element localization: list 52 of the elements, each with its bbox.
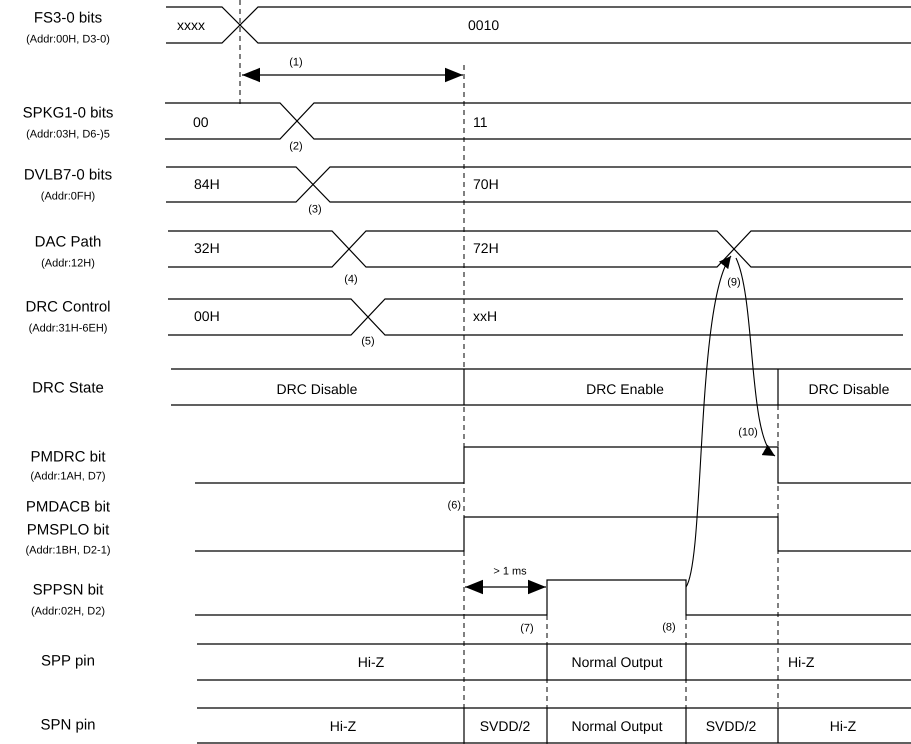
signal-value: Hi-Z — [358, 655, 384, 669]
callout-number: (9) — [727, 278, 741, 288]
signal-value: 32H — [194, 241, 220, 255]
callout-number: (7) — [520, 624, 534, 634]
register-address: (Addr:02H, D2) — [31, 606, 105, 618]
signal-value: DRC Disable — [808, 382, 890, 396]
signal-name: DRC State — [32, 380, 104, 396]
signal-name: SPKG1-0 bits — [22, 106, 114, 120]
signal-value: Hi-Z — [330, 719, 356, 733]
register-address: (Addr:03H, D6-)5 — [26, 130, 110, 140]
signal-value: 72H — [473, 241, 499, 255]
signal-value: Normal Output — [571, 655, 663, 669]
register-address: (Addr:31H-6EH) — [28, 324, 108, 334]
signal-value: Normal Output — [571, 719, 663, 733]
signal-value: Hi-Z — [830, 719, 856, 733]
signal-value: SVDD/2 — [706, 719, 756, 733]
signal-name: DRC Control — [25, 300, 111, 314]
callout-number: (8) — [662, 622, 676, 634]
signal-name: DVLB7-0 bits — [24, 168, 112, 182]
signal-value: 11 — [473, 115, 488, 129]
signal-value: xxxx — [177, 18, 205, 32]
signal-value: Hi-Z — [788, 655, 814, 669]
signal-value: DRC Enable — [586, 382, 664, 396]
signal-value: xxH — [473, 309, 498, 323]
signal-value: 00 — [193, 115, 209, 129]
register-address: (Addr:0FH) — [40, 192, 96, 202]
register-address: (Addr:00H, D3-0) — [26, 34, 110, 46]
callout-number: (2) — [289, 142, 303, 152]
callout-number: (5) — [361, 336, 375, 348]
callout-number: (6) — [448, 500, 461, 512]
callout-number: (1) — [289, 58, 303, 68]
signal-value: 84H — [194, 177, 220, 191]
signal-value: DRC Disable — [276, 382, 358, 396]
signal-name: SPPSN bit — [32, 582, 104, 598]
signal-name: PMDRC bit — [30, 450, 106, 464]
signal-value: SVDD/2 — [480, 719, 530, 733]
signal-name: PMSPLO bit — [26, 522, 110, 538]
register-address: (Addr:12H) — [41, 258, 95, 270]
callout-number: (3) — [308, 204, 322, 216]
callout-number: (4) — [344, 274, 358, 286]
signal-name: DAC Path — [34, 234, 102, 250]
signal-name: FS3-0 bits — [34, 10, 102, 26]
signal-value: 00H — [194, 309, 220, 323]
callout-number: (10) — [738, 428, 758, 438]
register-address: (Addr:1BH, D2-1) — [26, 546, 110, 556]
signal-name: PMDACB bit — [26, 500, 110, 514]
signal-name: SPP pin — [41, 654, 95, 668]
signal-value: 0010 — [468, 18, 500, 32]
register-address: (Addr:1AH, D7) — [30, 472, 106, 482]
callout-number: > 1 ms — [493, 566, 527, 578]
signal-name: SPN pin — [40, 718, 96, 732]
signal-value: 70H — [473, 177, 499, 191]
